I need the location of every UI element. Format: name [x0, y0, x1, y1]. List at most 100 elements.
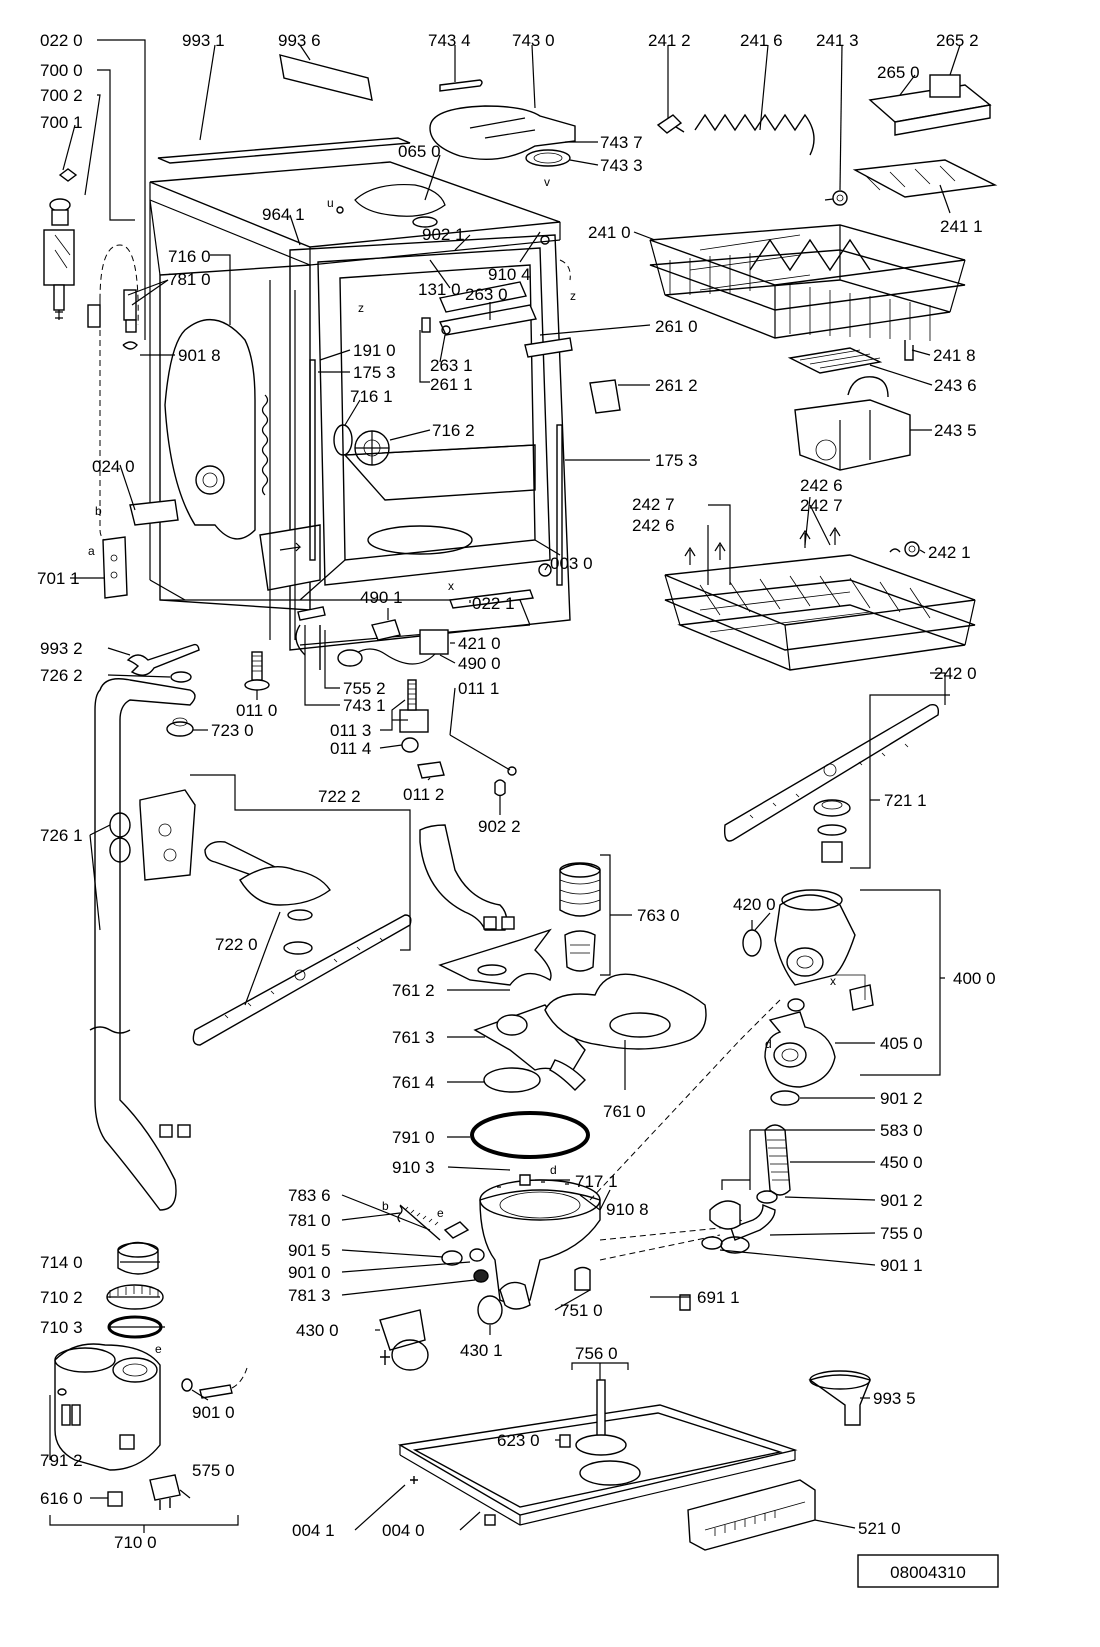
label-7103: 710 3 — [40, 1318, 83, 1337]
label-7161: 716 1 — [350, 387, 393, 406]
label-2412: 241 2 — [648, 31, 691, 50]
label-7912: 791 2 — [40, 1451, 83, 1470]
label-0650: 065 0 — [398, 142, 441, 161]
marker-z2: z — [570, 289, 576, 303]
door-electrical — [244, 606, 517, 797]
label-2416: 241 6 — [740, 31, 783, 50]
label-7630: 763 0 — [637, 906, 680, 925]
label-2421: 242 1 — [928, 543, 971, 562]
label-7836: 783 6 — [288, 1186, 331, 1205]
label-7550: 755 0 — [880, 1224, 923, 1243]
label-2611: 261 1 — [430, 375, 473, 394]
label-9015: 901 5 — [288, 1241, 331, 1260]
lower-basket — [664, 526, 976, 671]
label-0041: 004 1 — [292, 1521, 335, 1540]
label-2630: 263 0 — [465, 285, 508, 304]
drawing-number: 08004310 — [890, 1563, 966, 1582]
label-7610: 761 0 — [603, 1102, 646, 1121]
label-7102: 710 2 — [40, 1288, 83, 1307]
circulation-pump — [679, 889, 874, 1311]
marker-z1: z — [358, 301, 364, 315]
label-2426b: 242 6 — [800, 476, 843, 495]
label-7810: 781 0 — [168, 270, 211, 289]
label-2420: 242 0 — [934, 664, 977, 683]
marker-e1: e — [437, 1206, 444, 1220]
marker-b2: b — [382, 1199, 389, 1213]
label-9012b: 901 2 — [880, 1191, 923, 1210]
label-4000: 400 0 — [953, 969, 996, 988]
label-7560: 756 0 — [575, 1344, 618, 1363]
label-0114: 011 4 — [330, 739, 371, 758]
label-7434: 743 4 — [428, 31, 471, 50]
label-7613: 761 3 — [392, 1028, 435, 1047]
label-7437: 743 7 — [600, 133, 643, 152]
marker-x1: x — [448, 579, 454, 593]
cabinet-tub — [129, 54, 621, 651]
label-4500: 450 0 — [880, 1153, 923, 1172]
label-6160: 616 0 — [40, 1489, 83, 1508]
label-2426a: 242 6 — [632, 516, 675, 535]
label-2610: 261 0 — [655, 317, 698, 336]
label-9021: 902 1 — [422, 225, 465, 244]
part-labels: 022 0 993 1 993 6 743 4 743 0 241 2 241 … — [37, 31, 996, 1552]
label-5830: 583 0 — [880, 1121, 923, 1140]
label-7222: 722 2 — [318, 787, 361, 806]
label-2612: 261 2 — [655, 376, 698, 395]
label-1910: 191 0 — [353, 341, 396, 360]
letter-markers: a b z z x x d d e e b u v — [88, 175, 836, 1356]
label-4210: 421 0 — [458, 634, 501, 653]
label-7510: 751 0 — [560, 1301, 603, 1320]
leader-lines — [49, 39, 961, 1531]
label-7910: 791 0 — [392, 1128, 435, 1147]
label-9010b: 901 0 — [192, 1403, 235, 1422]
label-4200: 420 0 — [733, 895, 776, 914]
label-7140: 714 0 — [40, 1253, 83, 1272]
label-7433: 743 3 — [600, 156, 643, 175]
marker-d1: d — [765, 1037, 772, 1051]
label-9010a: 901 0 — [288, 1263, 331, 1282]
label-9108: 910 8 — [606, 1200, 649, 1219]
water-softener — [49, 1241, 248, 1533]
label-2650: 265 0 — [877, 63, 920, 82]
label-2410: 241 0 — [588, 223, 631, 242]
label-9022: 902 2 — [478, 817, 521, 836]
label-4900: 490 0 — [458, 654, 501, 673]
label-0221: 022 1 — [472, 594, 515, 613]
label-7220: 722 0 — [215, 935, 258, 954]
label-9012a: 901 2 — [880, 1089, 923, 1108]
marker-b: b — [95, 504, 102, 518]
label-9011: 901 1 — [880, 1256, 923, 1275]
label-7160: 716 0 — [168, 247, 211, 266]
label-5210: 521 0 — [858, 1519, 901, 1538]
label-7431: 743 1 — [343, 696, 386, 715]
label-7552: 755 2 — [343, 679, 386, 698]
label-7100: 710 0 — [114, 1533, 157, 1552]
label-5750: 575 0 — [192, 1461, 235, 1480]
label-1753a: 175 3 — [353, 363, 396, 382]
label-9018: 901 8 — [178, 346, 221, 365]
sump-filters — [379, 824, 781, 1371]
upper-basket — [649, 74, 998, 471]
label-7262: 726 2 — [40, 666, 83, 685]
marker-u: u — [327, 196, 334, 210]
label-7000: 700 0 — [40, 61, 83, 80]
label-0030: 003 0 — [550, 554, 593, 573]
label-4901: 490 1 — [360, 588, 403, 607]
label-1310: 131 0 — [418, 280, 461, 299]
label-7614: 761 4 — [392, 1073, 435, 1092]
label-2652: 265 2 — [936, 31, 979, 50]
label-9641: 964 1 — [262, 205, 305, 224]
label-2418: 241 8 — [933, 346, 976, 365]
label-0110: 011 0 — [236, 701, 277, 720]
label-0220: 022 0 — [40, 31, 83, 50]
label-4050: 405 0 — [880, 1034, 923, 1053]
label-7011: 701 1 — [37, 569, 80, 588]
label-9936: 993 6 — [278, 31, 321, 50]
label-4300: 430 0 — [296, 1321, 339, 1340]
label-2427b: 242 7 — [800, 496, 843, 515]
label-6230: 623 0 — [497, 1431, 540, 1450]
marker-d2: d — [550, 1163, 557, 1177]
label-0112: 011 2 — [403, 785, 444, 804]
label-9931: 993 1 — [182, 31, 225, 50]
